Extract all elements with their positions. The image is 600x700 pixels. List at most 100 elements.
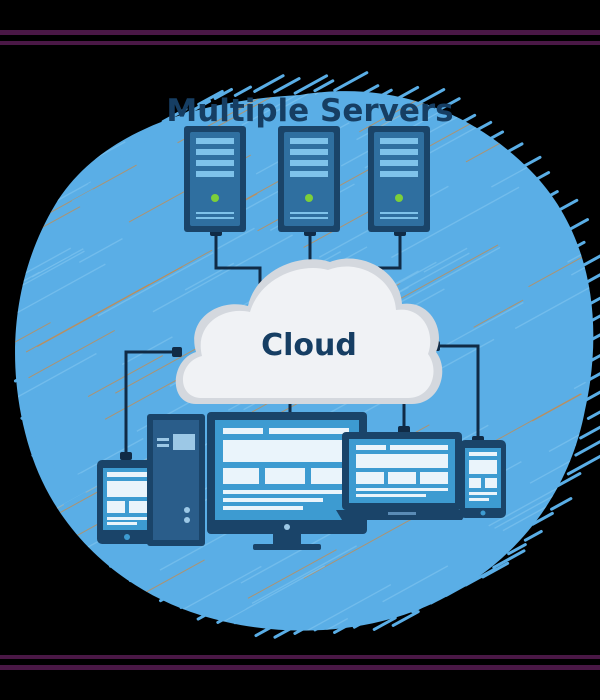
server-1 xyxy=(184,126,246,232)
paint-scratch xyxy=(77,437,144,476)
power-button-icon xyxy=(184,507,190,513)
paint-edge-stroke xyxy=(550,497,573,511)
tablet-device xyxy=(97,460,157,544)
paint-edge-stroke xyxy=(21,294,40,306)
smartphone-device xyxy=(460,440,506,518)
paint-scratch xyxy=(423,247,468,273)
paint-edge-stroke xyxy=(233,85,252,97)
paint-edge-stroke xyxy=(507,543,527,556)
paint-edge-stroke xyxy=(352,616,373,629)
paint-scratch xyxy=(514,282,594,330)
paint-edge-stroke xyxy=(196,607,217,621)
paint-edge-stroke xyxy=(111,149,134,163)
paint-edge-stroke xyxy=(99,155,131,174)
paint-edge-stroke xyxy=(253,74,285,93)
cloud-shape xyxy=(175,258,443,404)
cloud-label: Cloud xyxy=(261,328,357,363)
paint-scratch xyxy=(573,363,594,390)
paint-edge-stroke xyxy=(506,155,542,177)
paint-edge-stroke xyxy=(87,170,115,187)
paint-edge-stroke xyxy=(49,473,83,493)
paint-edge-stroke xyxy=(543,198,579,220)
paint-scratch xyxy=(240,533,331,584)
paint-scratch xyxy=(391,186,520,259)
paint-edge-stroke xyxy=(142,567,175,587)
paint-scratch xyxy=(203,91,301,135)
paint-edge-stroke xyxy=(293,619,319,635)
paint-edge-stroke xyxy=(25,274,46,287)
paint-edge-stroke xyxy=(551,472,582,490)
desktop-monitor xyxy=(207,412,367,550)
paint-scratch xyxy=(481,393,581,450)
paint-edge-stroke xyxy=(47,222,66,235)
paint-edge-stroke xyxy=(333,620,356,634)
paint-edge-stroke xyxy=(254,625,274,638)
diagram-title: Multiple Servers xyxy=(166,93,453,129)
paint-edge-stroke xyxy=(523,529,543,542)
server-status-led xyxy=(395,194,403,202)
paint-edge-stroke xyxy=(29,426,51,439)
paint-edge-stroke xyxy=(62,202,92,220)
paint-edge-stroke xyxy=(197,89,224,106)
paint-edge-stroke xyxy=(584,314,600,326)
paint-edge-stroke xyxy=(575,254,600,271)
paint-edge-stroke xyxy=(429,591,451,605)
paint-edge-stroke xyxy=(579,273,600,288)
paint-edge-stroke xyxy=(585,372,600,383)
paint-scratch xyxy=(97,252,214,317)
desktop-tower xyxy=(147,414,205,546)
paint-edge-stroke xyxy=(273,77,301,94)
paint-scratch xyxy=(382,565,449,603)
paint-edge-stroke xyxy=(391,85,420,103)
paint-scratch xyxy=(15,322,51,373)
paint-edge-stroke xyxy=(179,99,212,119)
paint-edge-stroke xyxy=(353,84,380,100)
paint-edge-stroke xyxy=(372,616,397,631)
paint-edge-stroke xyxy=(583,390,600,402)
paint-edge-stroke xyxy=(477,130,505,147)
paint-edge-stroke xyxy=(333,71,369,92)
paint-edge-stroke xyxy=(109,546,145,568)
paint-edge-stroke xyxy=(293,74,329,95)
top-accent-bars xyxy=(0,30,600,45)
paint-edge-stroke xyxy=(145,128,167,142)
paint-scratch xyxy=(25,283,150,353)
paint-edge-stroke xyxy=(447,113,477,132)
paint-edge-stroke xyxy=(411,598,435,614)
paint-scratch xyxy=(15,263,106,328)
paint-scratch xyxy=(31,248,84,278)
paint-edge-stroke xyxy=(161,107,188,124)
paint-edge-stroke xyxy=(273,625,295,639)
server-3 xyxy=(368,126,430,232)
paint-edge-stroke xyxy=(313,618,336,632)
paint-edge-stroke xyxy=(46,238,70,253)
paint-edge-stroke xyxy=(38,252,72,272)
paint-edge-stroke xyxy=(583,333,600,345)
paint-edge-stroke xyxy=(71,189,95,204)
paint-edge-stroke xyxy=(128,564,159,583)
paint-scratch xyxy=(473,299,524,328)
paint-edge-stroke xyxy=(18,350,41,364)
paint-scratch xyxy=(297,617,349,631)
paint-edge-stroke xyxy=(31,437,65,457)
paint-edge-stroke xyxy=(461,120,493,140)
paint-scratch xyxy=(15,247,72,292)
paint-edge-stroke xyxy=(427,97,461,117)
paint-edge-stroke xyxy=(18,328,46,345)
paint-scratch xyxy=(247,549,337,599)
paint-edge-stroke xyxy=(313,79,335,93)
paint-edge-stroke xyxy=(63,492,87,507)
paint-scratch xyxy=(356,111,407,141)
paint-edge-stroke xyxy=(587,296,600,307)
paint-scratch xyxy=(529,438,594,484)
paint-edge-stroke xyxy=(531,511,554,526)
home-button-icon xyxy=(124,534,130,540)
paint-edge-stroke xyxy=(19,381,53,401)
paint-edge-stroke xyxy=(20,401,52,420)
paint-scratch xyxy=(251,545,357,605)
paint-edge-stroke xyxy=(492,549,526,569)
paint-edge-stroke xyxy=(69,510,93,525)
paint-scratch xyxy=(15,352,97,419)
paint-edge-stroke xyxy=(13,362,48,383)
